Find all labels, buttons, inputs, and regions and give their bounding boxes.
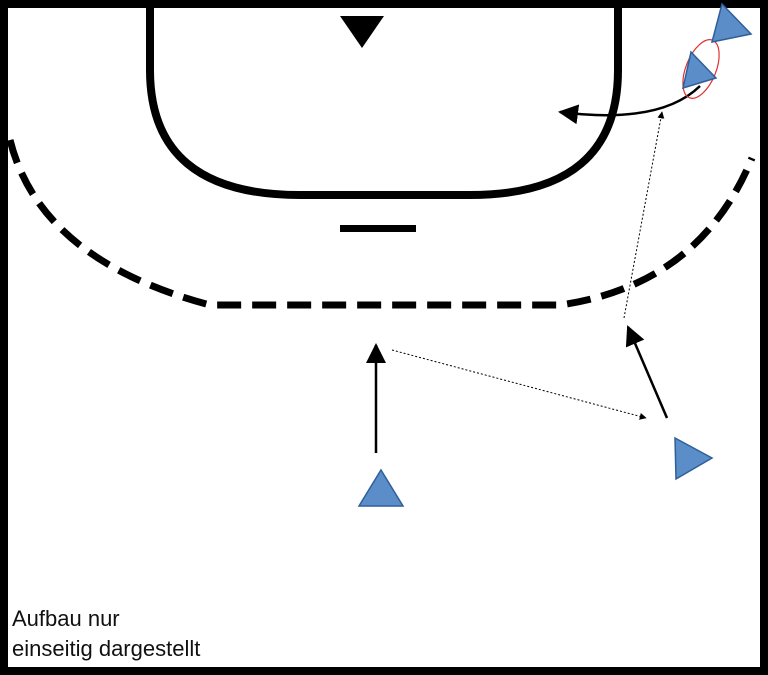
- seven-meter-line: [340, 225, 416, 232]
- pass-arrow-to-wing: [623, 111, 665, 319]
- free-throw-line: [6, 139, 756, 309]
- diagram-caption: Aufbau nur einseitig dargestellt: [12, 604, 200, 664]
- player-wing-outer-icon: [710, 2, 753, 43]
- run-arrow-right-back: [625, 325, 669, 419]
- player-right-back-icon: [674, 436, 714, 481]
- goal-area-line: [146, 8, 622, 199]
- player-wing-inner-icon: [681, 50, 718, 90]
- caption-line-2: einseitig dargestellt: [12, 636, 201, 661]
- goalkeeper-triangle-icon: [340, 16, 384, 48]
- run-arrow-wing-curve: [558, 85, 701, 125]
- pass-arrow-back-to-back: [391, 349, 647, 420]
- player-left-back-icon: [357, 468, 405, 507]
- caption-line-1: Aufbau nur: [12, 606, 120, 631]
